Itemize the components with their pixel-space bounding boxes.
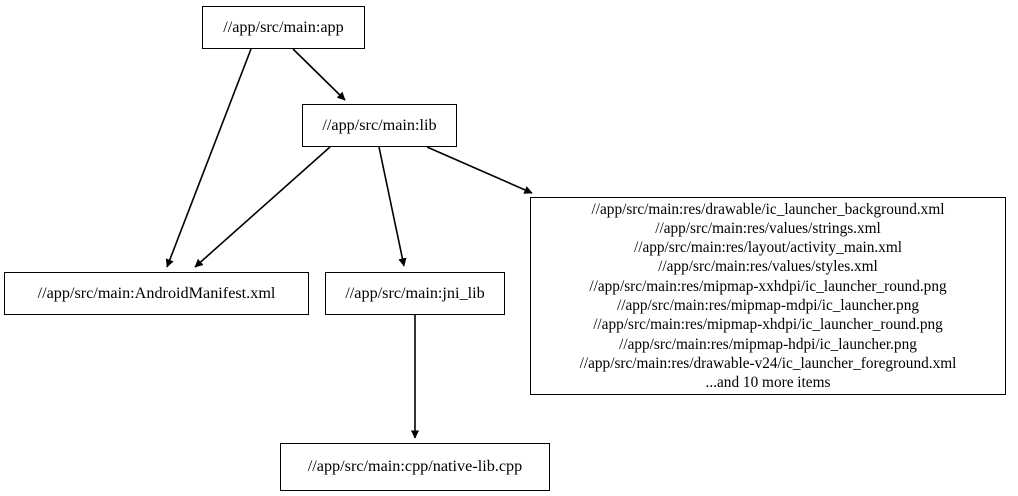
edge-lib-to-resources bbox=[426, 146, 533, 194]
node-jni-lib-label: //app/src/main:jni_lib bbox=[345, 283, 485, 302]
node-lib-label: //app/src/main:lib bbox=[322, 115, 437, 134]
edge-app-to-manifest bbox=[165, 48, 252, 268]
edge-lib-to-manifest bbox=[194, 146, 331, 268]
edge-app-to-lib bbox=[292, 48, 346, 101]
node-android-manifest-label: //app/src/main:AndroidManifest.xml bbox=[37, 283, 276, 302]
node-jni-lib[interactable]: //app/src/main:jni_lib bbox=[325, 272, 505, 315]
node-android-manifest[interactable]: //app/src/main:AndroidManifest.xml bbox=[4, 272, 309, 315]
node-native-lib-cpp[interactable]: //app/src/main:cpp/native-lib.cpp bbox=[280, 443, 550, 491]
node-native-lib-cpp-label: //app/src/main:cpp/native-lib.cpp bbox=[307, 457, 523, 476]
node-app-label: //app/src/main:app bbox=[223, 17, 344, 36]
node-resources-bundle-label: //app/src/main:res/drawable/ic_launcher_… bbox=[579, 200, 957, 392]
node-lib[interactable]: //app/src/main:lib bbox=[302, 104, 457, 147]
node-resources-bundle[interactable]: //app/src/main:res/drawable/ic_launcher_… bbox=[530, 197, 1006, 395]
node-app[interactable]: //app/src/main:app bbox=[202, 6, 365, 49]
edge-lib-to-jni-lib bbox=[378, 146, 407, 267]
